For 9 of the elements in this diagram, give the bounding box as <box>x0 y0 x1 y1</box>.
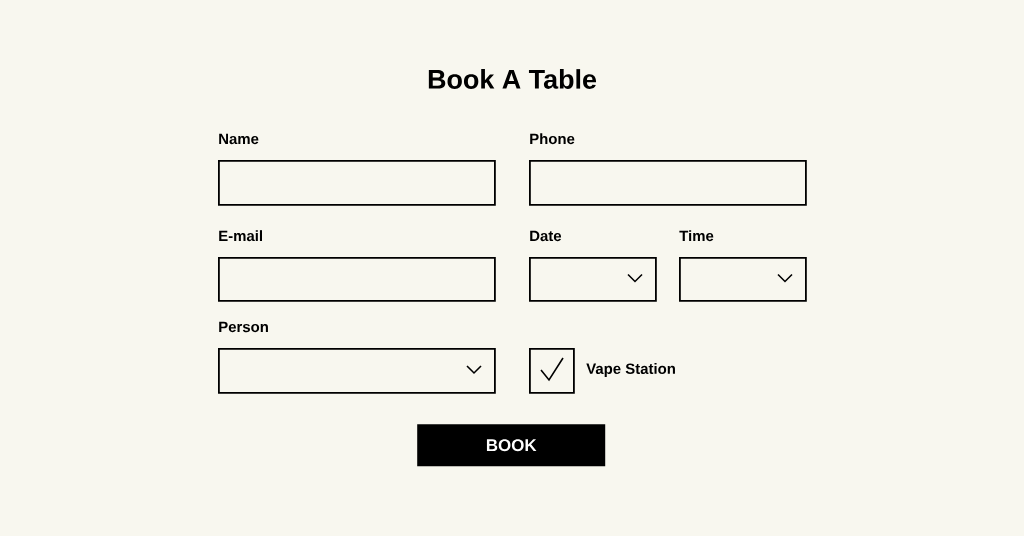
field-label: Time <box>679 230 714 242</box>
field-label: E-mail <box>219 230 262 242</box>
submit-button: BOOK <box>417 424 606 467</box>
field-label: Date <box>530 230 562 242</box>
form-title: Book A Table <box>428 69 597 89</box>
field-label: Person <box>219 321 268 333</box>
field-label: Name <box>219 133 259 145</box>
field-label: Phone <box>530 133 575 145</box>
checkbox-label: Vape Station <box>586 363 675 377</box>
